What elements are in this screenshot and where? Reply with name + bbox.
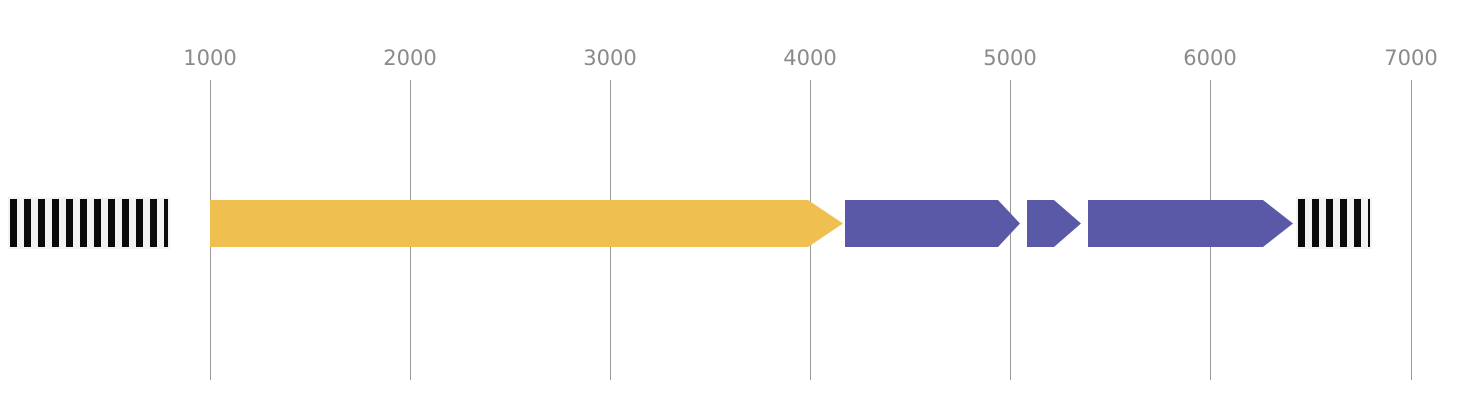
arrow-fill <box>1027 200 1081 247</box>
arrow-shape <box>1027 200 1081 247</box>
arrow-shape <box>845 200 1020 247</box>
tick-label-2000: 2000 <box>383 46 437 70</box>
tick-label-5000: 5000 <box>983 46 1037 70</box>
arrow-fill <box>210 200 843 247</box>
tick-label-7000: 7000 <box>1384 46 1438 70</box>
gene-arrow-forward[interactable] <box>1088 200 1293 247</box>
gene-arrow-forward[interactable] <box>210 200 843 247</box>
gridline-7000 <box>1411 80 1412 380</box>
gene-arrow-forward[interactable] <box>1027 200 1081 247</box>
tick-label-1000: 1000 <box>183 46 237 70</box>
tick-label-3000: 3000 <box>583 46 637 70</box>
arrow-shape <box>1088 200 1293 247</box>
truncation-hatch-box[interactable] <box>1296 197 1372 249</box>
gene-arrow-forward[interactable] <box>845 200 1020 247</box>
arrow-fill <box>1088 200 1293 247</box>
truncation-hatch-box[interactable] <box>8 197 170 249</box>
tick-label-6000: 6000 <box>1183 46 1237 70</box>
tick-label-4000: 4000 <box>783 46 837 70</box>
arrow-shape <box>210 200 843 247</box>
arrow-fill <box>845 200 1020 247</box>
